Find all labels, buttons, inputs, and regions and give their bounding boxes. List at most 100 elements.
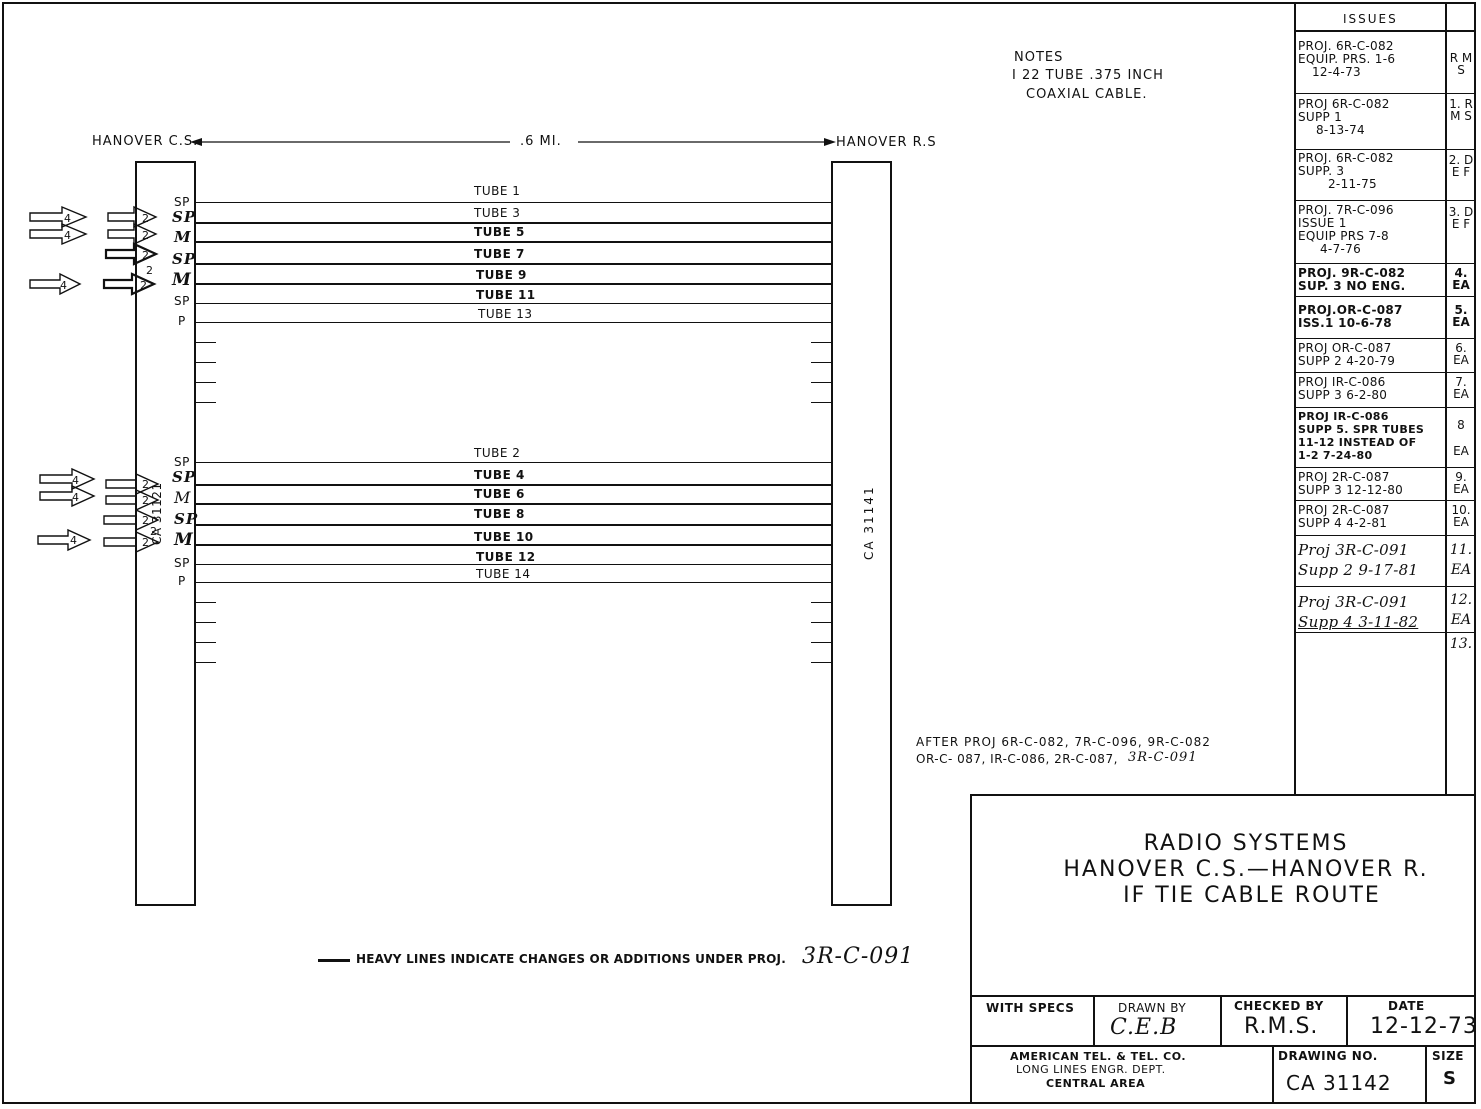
date-label: DATE [1388, 999, 1425, 1013]
arrow-mark: 4 [72, 474, 80, 487]
tube-label: TUBE 7 [474, 247, 525, 261]
arrow-mark: 2 [142, 494, 150, 507]
pair-label: P [178, 314, 186, 328]
spare-tick [811, 342, 831, 343]
tube-line [196, 544, 831, 546]
tube-label: TUBE 2 [474, 446, 521, 460]
spare-tick [196, 662, 216, 663]
tube-line [196, 322, 831, 323]
spare-tick [811, 602, 831, 603]
arrow-mark: 4 [60, 279, 68, 292]
size-value: S [1443, 1068, 1457, 1089]
tube-line [196, 202, 831, 203]
notes-line-1: I 22 TUBE .375 INCH [1012, 68, 1164, 83]
spare-tick [196, 642, 216, 643]
tube-label: TUBE 10 [474, 530, 534, 544]
tube-line [196, 303, 831, 304]
issue-initials: 1. R M S [1449, 97, 1473, 123]
tube-label: TUBE 11 [476, 288, 536, 302]
tube-label: TUBE 14 [476, 567, 531, 581]
pair-label: P [178, 574, 186, 588]
tube-label: TUBE 4 [474, 468, 525, 482]
distance-arrows [190, 138, 836, 146]
issue-initials: 6. EA [1453, 341, 1469, 367]
tube-label: TUBE 5 [474, 225, 525, 239]
company-line-3: CENTRAL AREA [1046, 1077, 1146, 1090]
issue-initials: 10. EA [1451, 503, 1471, 529]
arrow-mark: 4 [64, 212, 72, 225]
after-note-line-2: OR-C- 087, IR-C-086, 2R-C-087, [916, 752, 1118, 766]
tube-label: TUBE 8 [474, 507, 525, 521]
right-station-label: HANOVER R.S [836, 135, 937, 150]
issue-initials: 13. [1449, 636, 1473, 652]
spare-tick [811, 662, 831, 663]
tube-label: TUBE 1 [474, 184, 521, 198]
tube-line [196, 582, 831, 583]
issue-initials: 8 EA [1453, 418, 1469, 458]
spare-tick [811, 402, 831, 403]
notes-line-2: COAXIAL CABLE. [1026, 87, 1148, 102]
with-specs-label: WITH SPECS [986, 1001, 1075, 1015]
tube-line [196, 564, 831, 565]
pair-label: SP [174, 195, 190, 209]
size-label: SIZE [1432, 1049, 1465, 1063]
arrow-mark: 2 [142, 536, 150, 549]
issues-header: ISSUES [1343, 12, 1398, 26]
pair-label: SP [172, 250, 197, 268]
pair-label: M [174, 488, 192, 507]
arrow-mark: 4 [70, 534, 78, 547]
lower-arrows [37, 467, 160, 554]
after-note-line-1: AFTER PROJ 6R-C-082, 7R-C-096, 9R-C-082 [916, 735, 1211, 749]
company-line-2: LONG LINES ENGR. DEPT. [1016, 1063, 1166, 1076]
tube-label: TUBE 12 [476, 550, 536, 564]
tube-line [196, 222, 831, 224]
right-block-label: CA 31141 [862, 485, 876, 560]
legend-hand: 3R-C-091 [802, 944, 915, 969]
drawing-no-label: DRAWING NO. [1278, 1049, 1378, 1063]
notes-heading: NOTES [1014, 50, 1064, 65]
tube-line [196, 484, 831, 486]
tube-line [196, 503, 831, 505]
tube-line [196, 283, 831, 285]
issue-initials: R M S [1449, 51, 1473, 77]
pair-label: SP [174, 294, 190, 308]
right-station-block [831, 161, 892, 906]
arrow-mark: 2 [150, 525, 158, 538]
issue-initials: 7. EA [1453, 375, 1469, 401]
drawing-no-value: CA 31142 [1286, 1071, 1392, 1095]
arrow-mark: 2 [146, 264, 154, 277]
title-line-3: IF TIE CABLE ROUTE [1123, 883, 1381, 908]
left-station-label: HANOVER C.S. [92, 134, 199, 149]
issue-initials: 2. D E F [1448, 153, 1474, 179]
spare-tick [196, 362, 216, 363]
company-line-1: AMERICAN TEL. & TEL. CO. [1010, 1050, 1187, 1063]
pair-label: SP [174, 510, 199, 528]
title-line-1: RADIO SYSTEMS [1143, 831, 1349, 856]
tube-label: TUBE 9 [476, 268, 527, 282]
heavy-line-sample [318, 959, 350, 962]
drawn-by-value: C.E.B [1110, 1015, 1178, 1040]
tube-label: TUBE 3 [474, 206, 521, 220]
arrow-mark: 4 [64, 229, 72, 242]
tube-line [196, 263, 831, 265]
arrow-mark: 2 [142, 478, 150, 491]
title-line-2: HANOVER C.S.—HANOVER R. [1063, 857, 1429, 882]
after-note-hand: 3R-C-091 [1128, 750, 1198, 765]
pair-label: SP [174, 556, 190, 570]
drawn-by-label: DRAWN BY [1118, 1001, 1187, 1015]
issue-initials: 11. EA [1449, 542, 1473, 578]
tube-label: TUBE 13 [478, 307, 533, 321]
tube-line [196, 524, 831, 526]
issue-initials: 5. EA [1452, 303, 1470, 329]
